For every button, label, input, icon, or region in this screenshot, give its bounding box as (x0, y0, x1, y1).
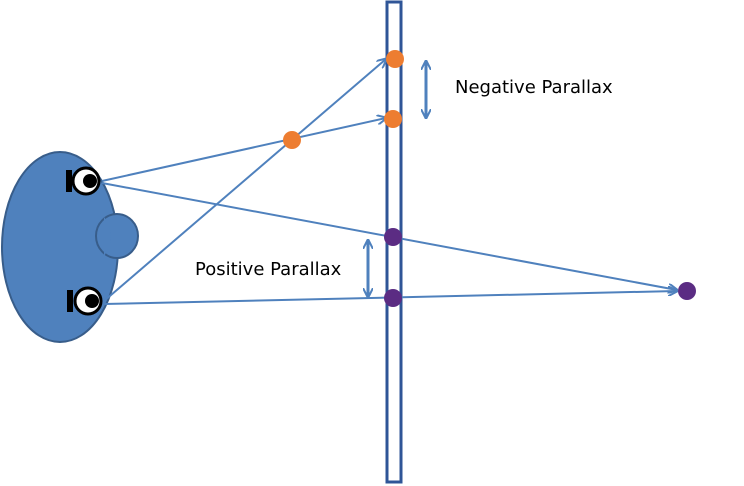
eye-bottom-pupil (85, 294, 99, 308)
negative-screen-point-upper (386, 50, 404, 68)
sight-line-bottom-to-negative-upper (103, 59, 386, 302)
eye-bottom-lid (67, 290, 73, 312)
positive-screen-point-upper (384, 228, 402, 246)
sight-line-top-to-negative-lower (101, 118, 386, 182)
negative-screen-point-lower (384, 110, 402, 128)
eye-top-pupil (83, 174, 97, 188)
positive-screen-point-lower (384, 289, 402, 307)
eye-icon (67, 286, 103, 316)
far-object-point (678, 282, 696, 300)
eye-icon (66, 166, 101, 196)
nose-shape (95, 213, 139, 259)
near-object-point (283, 131, 301, 149)
positive-parallax-label: Positive Parallax (195, 259, 342, 280)
negative-parallax-label: Negative Parallax (455, 77, 613, 98)
eye-top-lid (66, 170, 72, 192)
nose-join (104, 217, 111, 256)
